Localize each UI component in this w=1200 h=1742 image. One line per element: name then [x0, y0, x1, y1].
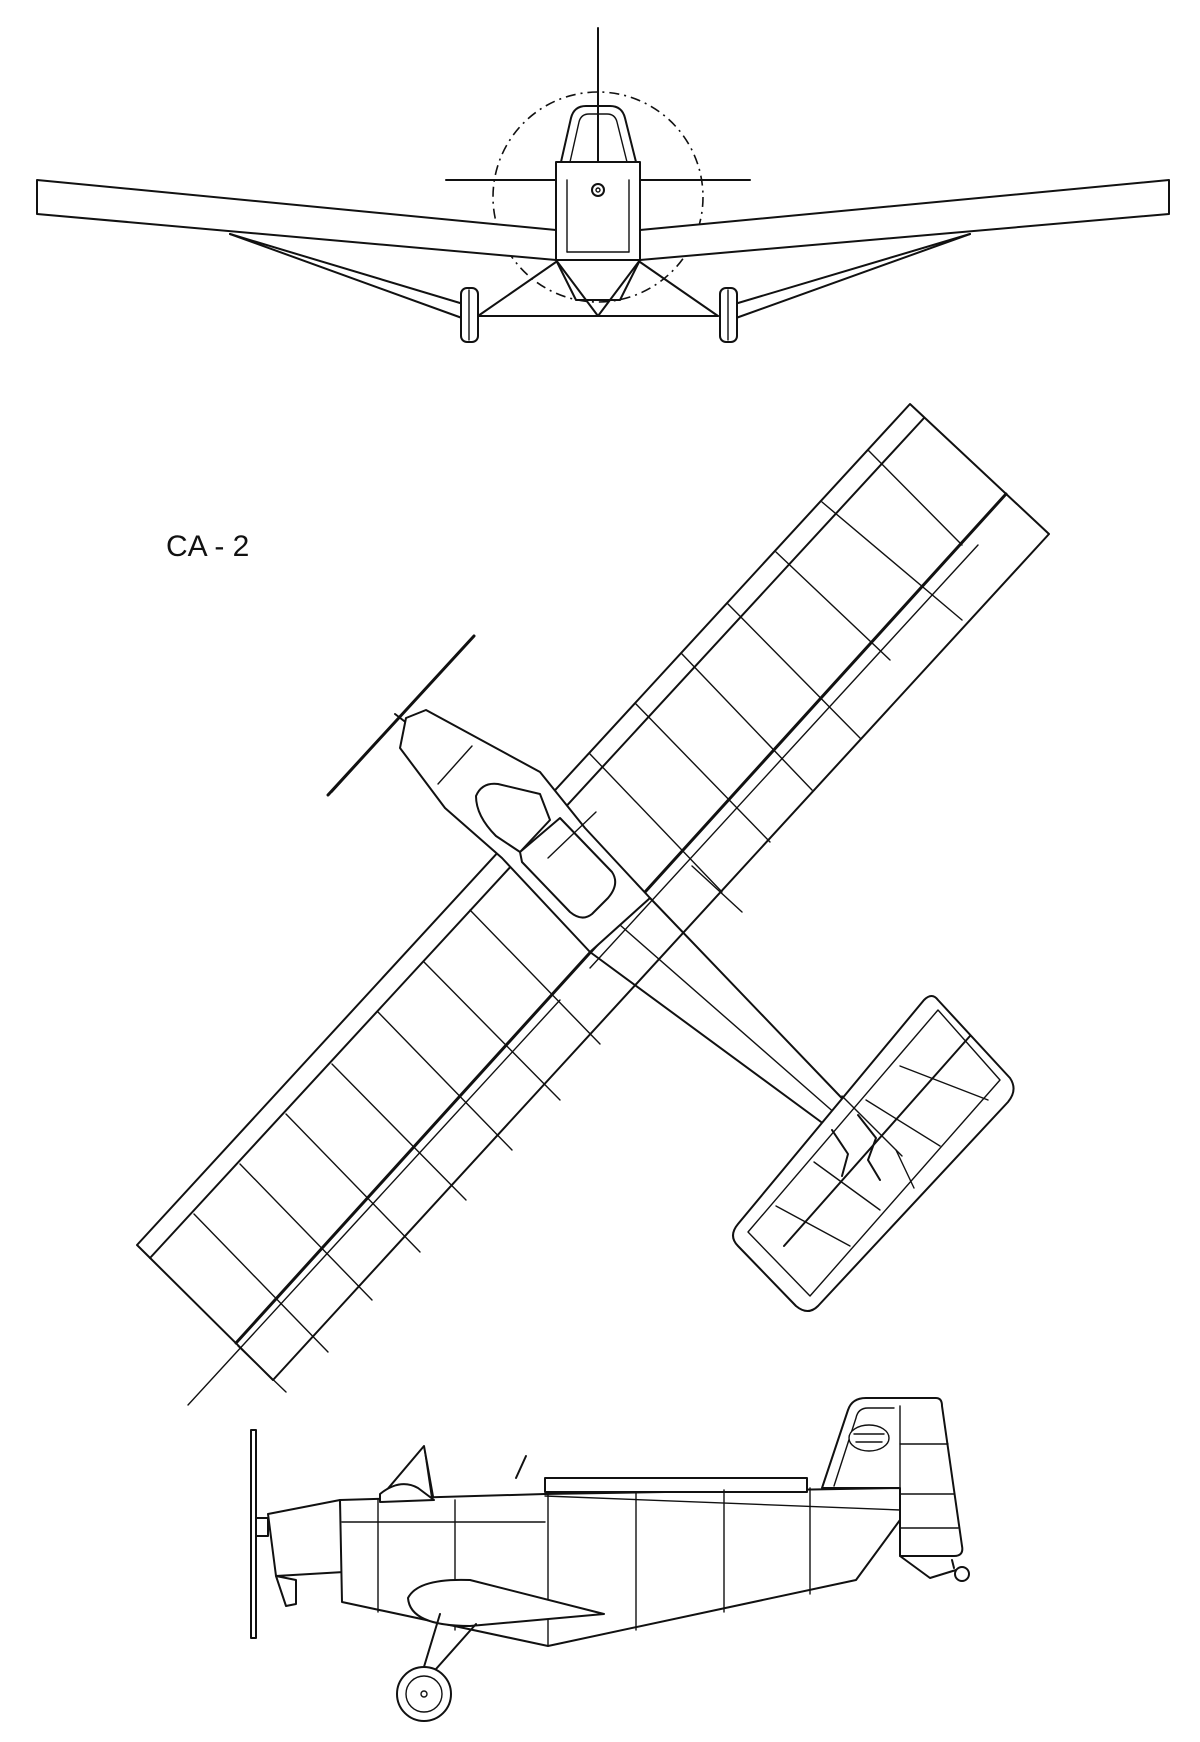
model-label: CA - 2: [166, 530, 250, 563]
propeller-disc: [492, 91, 704, 303]
front-right-wing: [639, 179, 1170, 261]
side-main-wheel: [396, 1666, 452, 1722]
side-wing-airfoil: [407, 1578, 605, 1627]
side-view: [250, 1397, 970, 1722]
propeller-hub: [591, 183, 605, 197]
front-fuselage: [555, 161, 641, 261]
side-fuselage: [339, 1487, 901, 1647]
fin-logo: [848, 1424, 890, 1452]
top-canopy: [475, 782, 551, 853]
front-right-strut: [727, 233, 971, 307]
top-view: [136, 403, 1050, 1406]
front-left-wing: [36, 179, 557, 261]
top-horizontal-tail: [732, 995, 1015, 1312]
front-view: [36, 27, 1170, 343]
front-left-strut: [229, 233, 471, 307]
front-belly: [555, 259, 641, 301]
side-canopy: [379, 1483, 435, 1503]
side-tail-wheel: [954, 1566, 970, 1582]
